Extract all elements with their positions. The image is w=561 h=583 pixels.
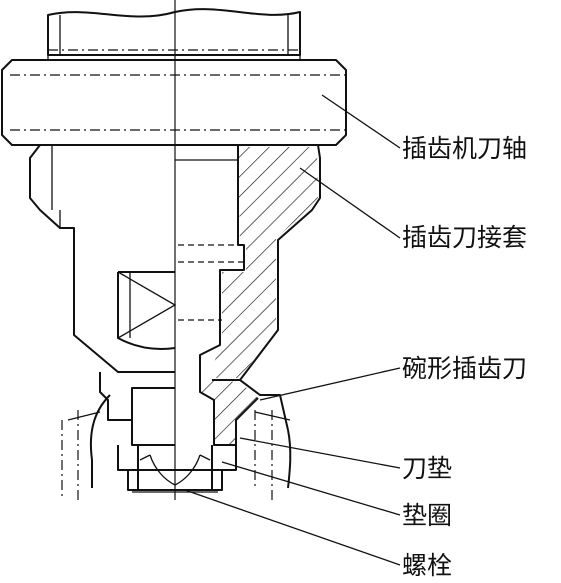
label-washer: 垫圈: [402, 501, 452, 530]
adapter-part: [29, 144, 321, 381]
label-cutter-spindle: 插齿机刀轴: [402, 134, 527, 163]
bowl-cutter-part: [61, 372, 292, 500]
leader-lines: [184, 94, 401, 566]
label-bowl-cutter: 碗形插齿刀: [402, 354, 527, 383]
label-bolt: 螺栓: [402, 551, 452, 580]
label-cutter-pad: 刀垫: [402, 454, 452, 483]
spindle-part: [1, 8, 347, 146]
label-cutter-adapter: 插齿刀接套: [402, 223, 527, 252]
